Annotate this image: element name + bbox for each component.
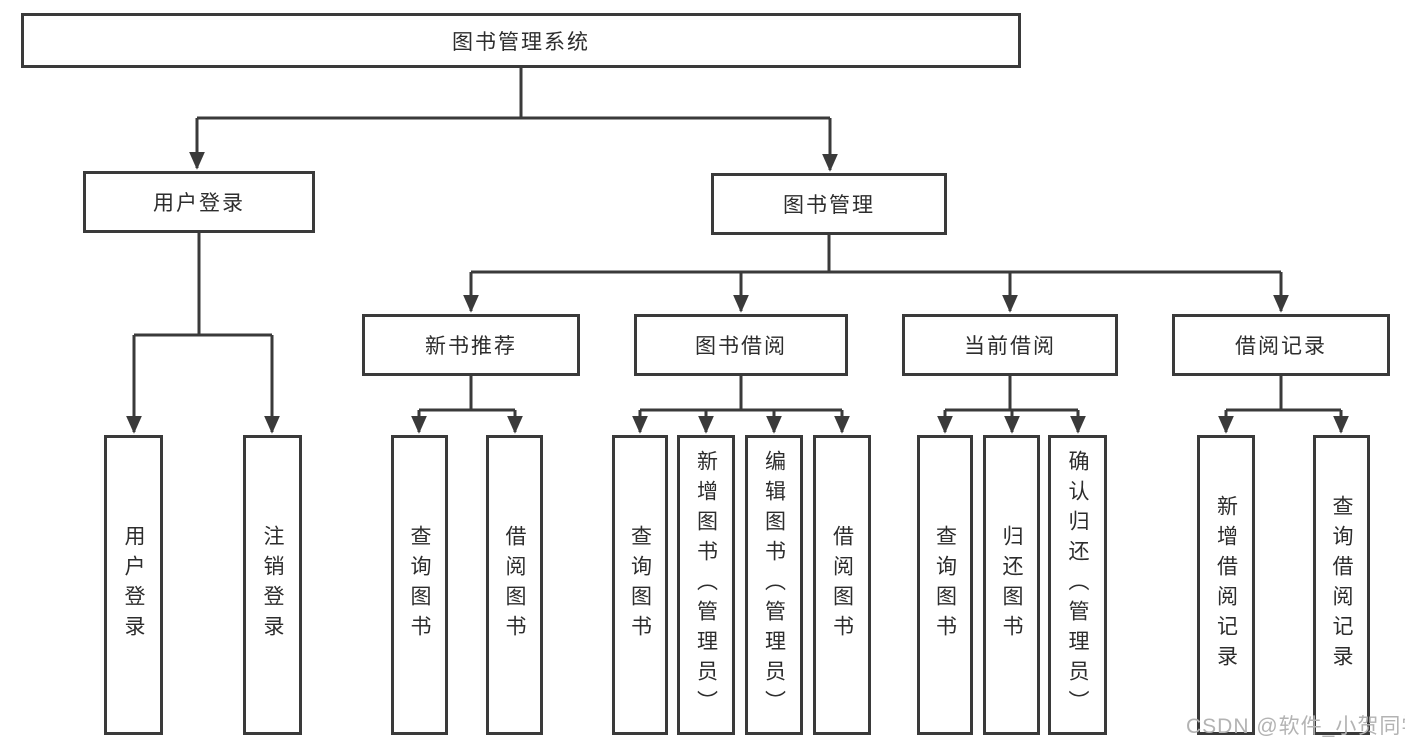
module-current-borrow: 当前借阅 [902, 314, 1118, 376]
leaf-query-books-3: 查询图书 [917, 435, 973, 735]
leaf-label: 新增图书（管理员） [694, 450, 718, 720]
leaf-label: 编辑图书（管理员） [762, 450, 786, 720]
leaf-confirm-return-admin: 确认归还（管理员） [1048, 435, 1107, 735]
leaf-label: 查询图书 [933, 525, 957, 645]
leaf-borrow-books-2: 借阅图书 [813, 435, 871, 735]
root-node-system: 图书管理系统 [21, 13, 1021, 68]
module-label: 借阅记录 [1235, 335, 1327, 358]
module-new-book-recommend: 新书推荐 [362, 314, 580, 376]
leaf-label: 注销登录 [261, 525, 284, 645]
leaf-label: 借阅图书 [830, 525, 854, 645]
leaf-label: 用户登录 [122, 525, 145, 645]
leaf-edit-books-admin: 编辑图书（管理员） [745, 435, 803, 735]
leaf-label: 查询图书 [408, 525, 431, 645]
leaf-query-books-1: 查询图书 [391, 435, 448, 735]
module-book-borrow: 图书借阅 [634, 314, 848, 376]
leaf-add-books-admin: 新增图书（管理员） [677, 435, 735, 735]
leaf-logout: 注销登录 [243, 435, 302, 735]
leaf-label: 查询借阅记录 [1330, 495, 1353, 675]
branch-book-management: 图书管理 [711, 173, 947, 235]
module-label: 图书借阅 [695, 335, 787, 358]
leaf-label: 借阅图书 [503, 525, 526, 645]
leaf-label: 归还图书 [1000, 525, 1023, 645]
leaf-label: 确认归还（管理员） [1066, 450, 1089, 720]
leaf-add-borrow-record: 新增借阅记录 [1197, 435, 1255, 735]
module-borrow-records: 借阅记录 [1172, 314, 1390, 376]
leaf-return-books: 归还图书 [983, 435, 1040, 735]
root-node-label: 图书管理系统 [452, 30, 590, 54]
leaf-query-books-2: 查询图书 [612, 435, 668, 735]
leaf-query-borrow-record: 查询借阅记录 [1313, 435, 1370, 735]
branch-label: 图书管理 [783, 194, 875, 217]
leaf-user-login: 用户登录 [104, 435, 163, 735]
connector-trunk-lines [134, 68, 1341, 412]
branch-label: 用户登录 [153, 192, 245, 215]
branch-user-login: 用户登录 [83, 171, 315, 233]
leaf-label: 新增借阅记录 [1214, 495, 1238, 675]
leaf-borrow-books-1: 借阅图书 [486, 435, 543, 735]
module-label: 当前借阅 [964, 335, 1056, 358]
module-label: 新书推荐 [425, 335, 517, 358]
csdn-watermark: CSDN @软件_小贺同学 [1186, 715, 1405, 738]
connector-arrows [126, 118, 1349, 434]
leaf-label: 查询图书 [628, 525, 652, 645]
